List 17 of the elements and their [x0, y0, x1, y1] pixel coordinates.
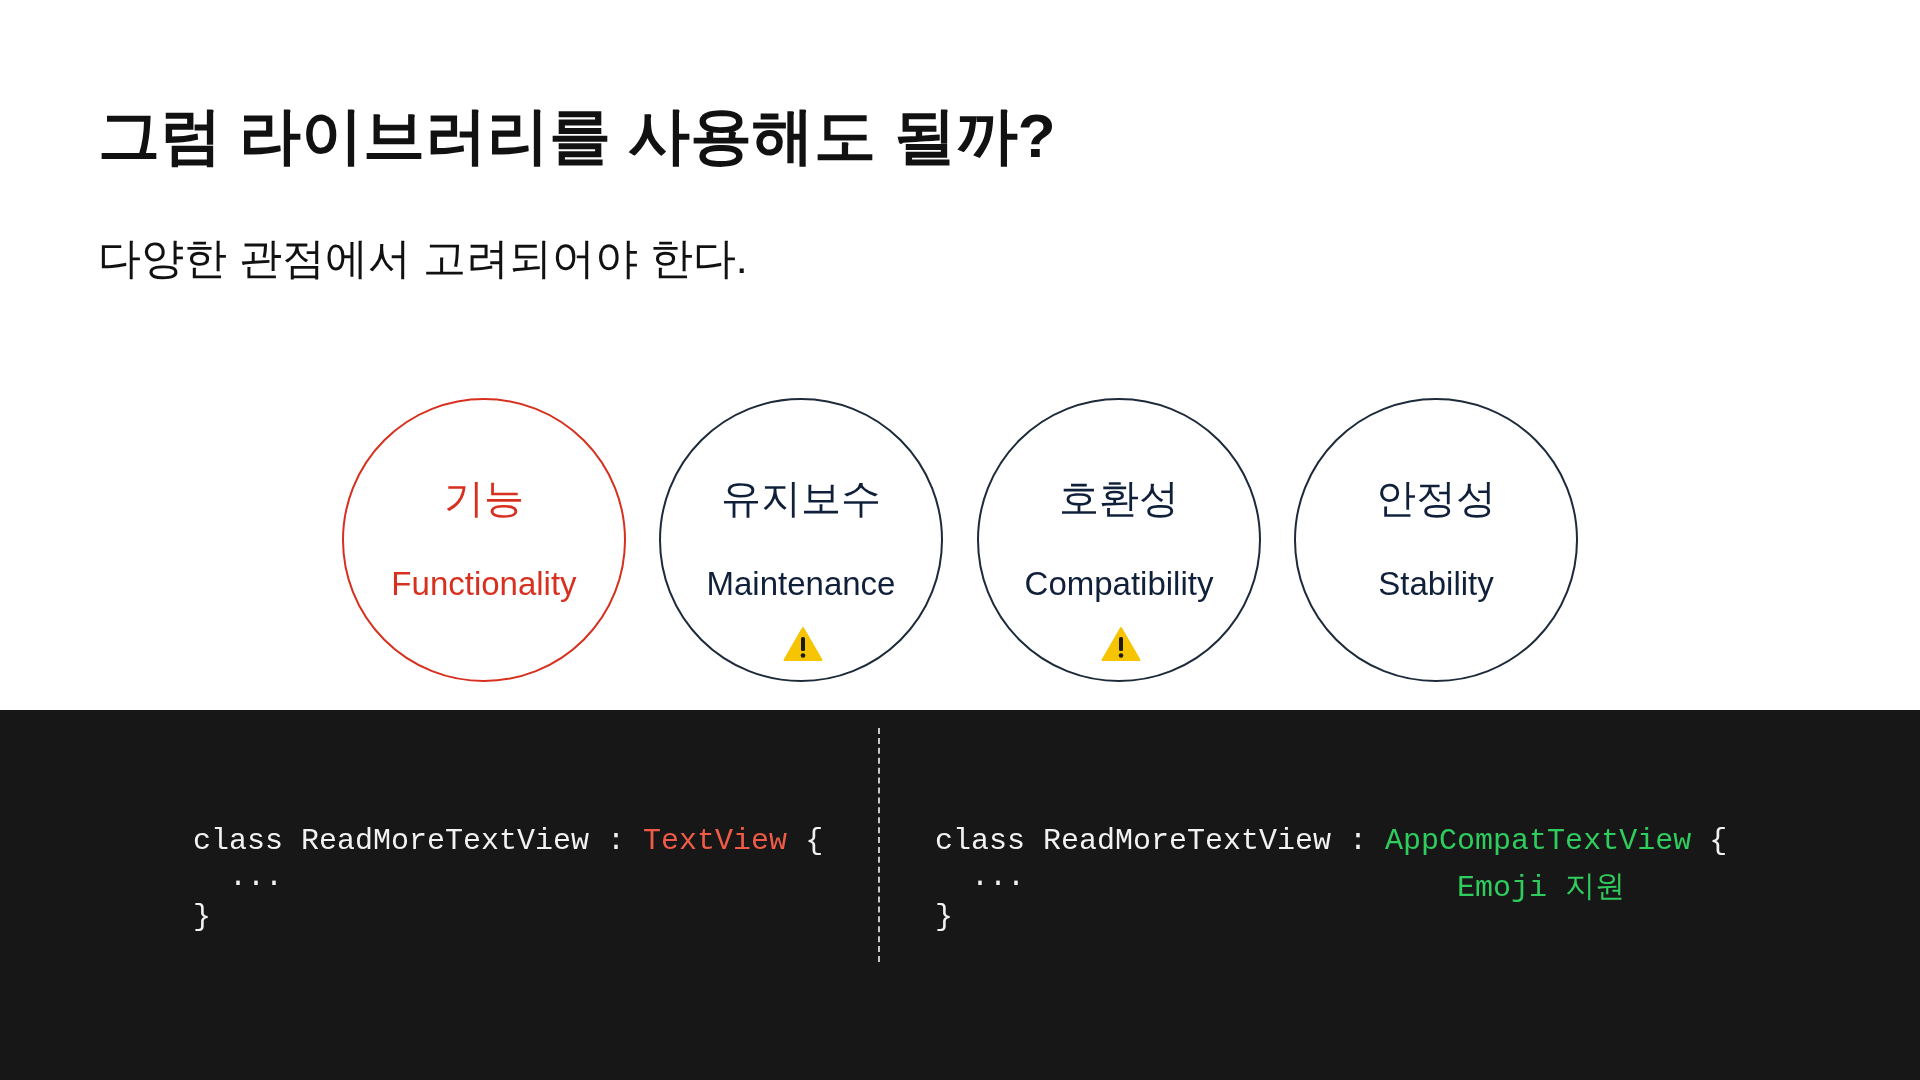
code-line: }	[935, 899, 953, 936]
code-line: class ReadMoreTextView : TextView {	[193, 823, 824, 860]
code-line: class ReadMoreTextView : AppCompatTextView {	[935, 823, 1728, 860]
node-title: 호환성	[1059, 475, 1179, 522]
node-title: 안정성	[1376, 475, 1496, 522]
node-subtitle: Maintenance	[706, 564, 896, 604]
code-comment: Emoji 지원	[1457, 870, 1626, 907]
node-title: 기능	[444, 475, 524, 522]
node-subtitle: Functionality	[391, 564, 577, 604]
subtitle: 다양한 관점에서 고려되어야 한다.	[98, 233, 748, 284]
title: 그럼 라이브러리를 사용해도 될까?	[98, 100, 1056, 172]
code-line: ...	[971, 859, 1025, 896]
code-line: }	[193, 899, 211, 936]
node-subtitle: Compatibility	[1024, 564, 1214, 604]
node-subtitle: Stability	[1378, 564, 1494, 604]
node-title: 유지보수	[721, 475, 881, 522]
code-line: ...	[229, 859, 283, 896]
